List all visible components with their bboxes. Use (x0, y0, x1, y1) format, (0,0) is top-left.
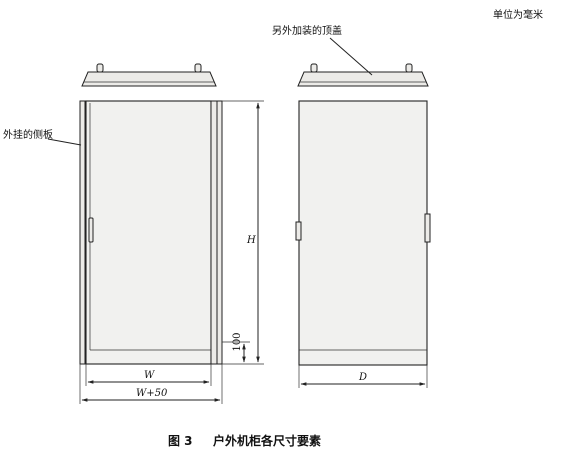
height-dim-label: H (246, 235, 256, 246)
front-roof (81, 63, 217, 87)
front-view: 外挂的侧板 H 100 W W+50 (3, 63, 264, 404)
side-view: 另外加装的顶盖 D (272, 24, 431, 388)
front-body (85, 100, 212, 365)
side-body (298, 100, 428, 366)
side-panel-leader (47, 138, 82, 146)
left-hinge (295, 221, 302, 241)
width-plus-dim-label: W+50 (136, 388, 168, 399)
base-height-label: 100 (232, 332, 243, 351)
roof-leader (329, 37, 373, 76)
figure-number: 图 3 (168, 434, 193, 448)
side-roof (297, 63, 429, 87)
side-panel-left (79, 100, 86, 365)
depth-dim-label: D (358, 372, 367, 383)
door-handle (88, 217, 94, 243)
right-hinge (424, 213, 431, 243)
figure-title: 户外机柜各尺寸要素 (213, 433, 321, 448)
roof-label: 另外加装的顶盖 (272, 24, 342, 37)
side-panel-label: 外挂的侧板 (3, 128, 53, 141)
width-dim-label: W (144, 370, 155, 381)
unit-label: 单位为毫米 (493, 8, 543, 21)
